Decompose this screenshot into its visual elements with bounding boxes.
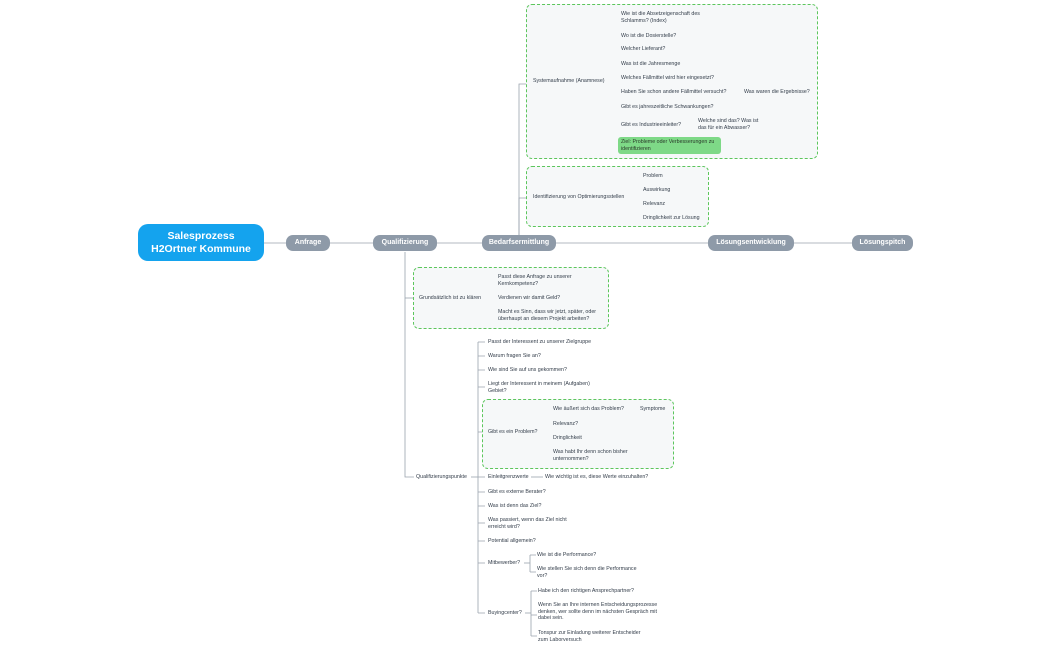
topic-optimierung[interactable]: Identifizierung von Optimierungsstellen — [533, 194, 625, 200]
optim-item[interactable]: Relevanz — [643, 201, 666, 207]
problem-item[interactable]: Dringlichkeit — [553, 435, 582, 441]
problem-item[interactable]: Was habt Ihr denn schon bisher unternomm… — [553, 449, 628, 462]
qpunkte-item[interactable]: Einleitgrenzwerte — [488, 474, 529, 480]
grund-item[interactable]: Passt diese Anfrage zu unserer Kernkompe… — [498, 274, 572, 287]
grund-item[interactable]: Verdienen wir damit Geld? — [498, 295, 561, 301]
system-item[interactable]: Wo ist die Dosierstelle? — [621, 33, 677, 39]
problem-group — [482, 399, 674, 469]
einleit-detail[interactable]: Wie wichtig ist es, diese Werte einzuhal… — [545, 474, 649, 480]
qpunkte-item[interactable]: Potential allgemein? — [488, 538, 536, 544]
grundsaetzlich-group — [413, 267, 609, 329]
optim-item[interactable]: Auswirkung — [643, 187, 671, 193]
system-item[interactable]: Gibt es Industrieeinleiter? — [621, 122, 682, 128]
grund-item[interactable]: Macht es Sinn, dass wir jetzt, später, o… — [498, 309, 597, 322]
qpunkte-item[interactable]: Wie sind Sie auf uns gekommen? — [488, 367, 567, 373]
root-title-line1: Salesprozess — [167, 230, 235, 242]
node-loesungsentwicklung[interactable]: Lösungsentwicklung — [708, 235, 794, 251]
systemaufnahme-group — [526, 4, 818, 159]
node-qualifizierung[interactable]: Qualifizierung — [373, 235, 437, 251]
system-item[interactable]: Wie ist die Absetzeigenschaft des Schlam… — [621, 11, 700, 24]
mitbewerber-item[interactable]: Wie ist die Performance? — [537, 552, 597, 558]
system-goal[interactable]: Ziel: Probleme oder Verbesserungen zu id… — [618, 137, 721, 155]
system-item[interactable]: Was ist die Jahresmenge — [621, 61, 681, 67]
problem-symptome[interactable]: Symptome — [640, 406, 666, 412]
qpunkte-item-mitbewerber[interactable]: Mitbewerber? — [488, 560, 521, 566]
topic-qualifizierungspunkte[interactable]: Qualifizierungspunkte — [416, 474, 467, 480]
system-item[interactable]: Haben Sie schon andere Fällmittel versuc… — [621, 89, 727, 95]
root-title-line2: H2Ortner Kommune — [151, 242, 251, 255]
qpunkte-item[interactable]: Was ist denn das Ziel? — [488, 503, 542, 509]
node-loesungspitch[interactable]: Lösungspitch — [852, 235, 913, 251]
qpunkte-item[interactable]: Warum fragen Sie an? — [488, 353, 541, 359]
system-item[interactable]: Welcher Lieferant? — [621, 46, 666, 52]
optim-item[interactable]: Problem — [643, 173, 663, 179]
topic-grundsaetzlich[interactable]: Grundsätzlich ist zu klären — [419, 295, 482, 301]
qpunkte-item-buyingcenter[interactable]: Buyingcenter? — [488, 610, 522, 616]
problem-item[interactable]: Relevanz? — [553, 421, 579, 427]
buying-item[interactable]: Wenn Sie an Ihre internen Entscheidungsp… — [538, 602, 658, 622]
topic-systemaufnahme[interactable]: Systemaufnahme (Anamnese) — [533, 78, 605, 84]
node-anfrage[interactable]: Anfrage — [286, 235, 330, 251]
optimierung-group — [526, 166, 709, 227]
optim-item[interactable]: Dringlichkeit zur Lösung — [643, 215, 700, 221]
qpunkte-item[interactable]: Liegt der Interessent in meinem (Aufgabe… — [488, 381, 590, 394]
qpunkte-item[interactable]: Passt der Interessent zu unserer Zielgru… — [488, 339, 592, 345]
system-industrie-detail[interactable]: Welche sind das? Was ist das für ein Abw… — [698, 118, 759, 131]
node-bedarfsermittlung[interactable]: Bedarfsermittlung — [482, 235, 556, 251]
mitbewerber-item[interactable]: Wie stellen Sie sich denn die Performanc… — [537, 566, 637, 579]
root-node[interactable]: Salesprozess H2Ortner Kommune — [138, 224, 264, 261]
qpunkte-item[interactable]: Gibt es externe Berater? — [488, 489, 546, 495]
system-item[interactable]: Welches Fällmittel wird hier eingesetzt? — [621, 75, 714, 81]
problem-item[interactable]: Wie äußert sich das Problem? — [553, 406, 624, 412]
system-item[interactable]: Gibt es jahreszeitliche Schwankungen? — [621, 104, 714, 110]
qpunkte-item-problem[interactable]: Gibt es ein Problem? — [488, 429, 538, 435]
buying-item[interactable]: Habe ich den richtigen Ansprechpartner? — [538, 588, 634, 594]
qpunkte-item[interactable]: Was passiert, wenn das Ziel nicht erreic… — [488, 517, 567, 530]
system-ergebnisse[interactable]: Was waren die Ergebnisse? — [744, 89, 810, 95]
buying-item[interactable]: Tonspur zur Einladung weiterer Entscheid… — [538, 630, 641, 643]
